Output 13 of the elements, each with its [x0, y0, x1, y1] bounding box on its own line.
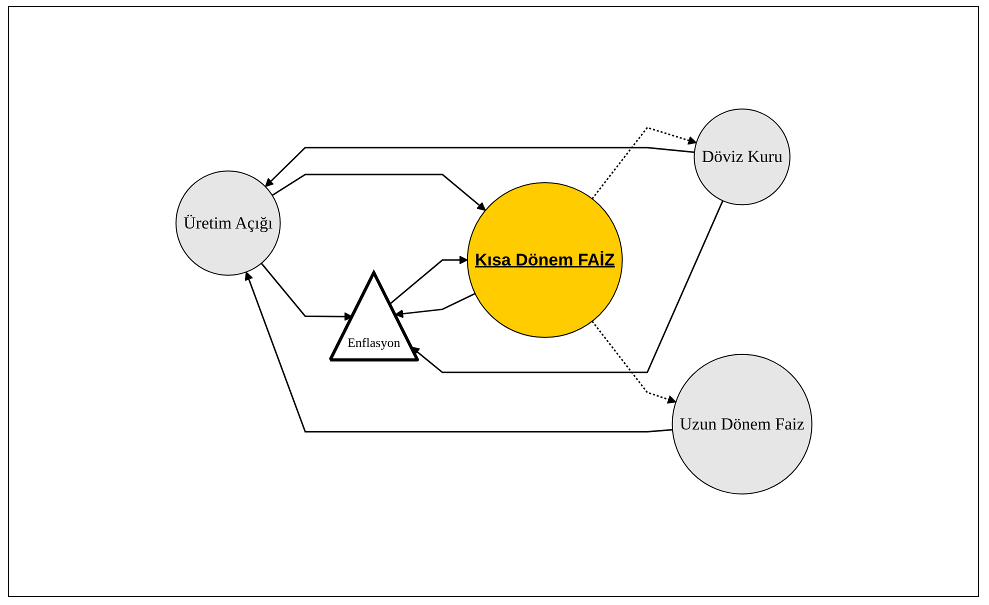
arrow [591, 320, 676, 404]
arrow [264, 146, 694, 188]
arrow [388, 256, 468, 305]
arrow [271, 174, 486, 211]
arrow [410, 200, 724, 374]
arrow [394, 292, 475, 318]
arrow [244, 272, 672, 432]
node-circle: Kısa Dönem FAİZ [466, 182, 622, 338]
node-circle: Döviz Kuru [693, 108, 790, 206]
arrow [260, 262, 352, 322]
node-circle: Üretim Açığı [175, 170, 280, 276]
arrow [591, 126, 696, 200]
node-circle: Uzun Dönem Faiz [671, 354, 812, 494]
